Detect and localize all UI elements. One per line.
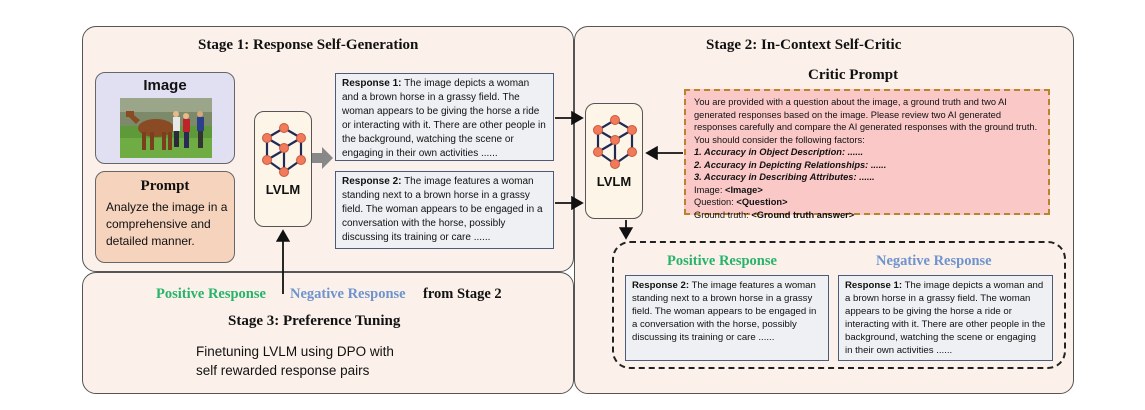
image-label: Image [143, 77, 187, 94]
factor-1: 1. Accuracy in Object Description: .....… [694, 147, 864, 157]
ground-truth-line: Ground truth: <Ground truth answer> [694, 209, 855, 220]
response-1-box: Response 1: The image depicts a woman an… [335, 73, 554, 161]
stage3-title: Stage 3: Preference Tuning [228, 313, 401, 329]
lvlm-box-stage2: LVLM [585, 103, 643, 219]
positive-response-label: Response 2: [632, 280, 690, 291]
negative-response-text: The image depicts a woman and a brown ho… [845, 280, 1046, 356]
network-icon [593, 115, 637, 169]
network-icon [262, 123, 306, 177]
prompt-box: Prompt Analyze the image in a comprehens… [95, 171, 235, 263]
negative-response-label: Response 1: [845, 280, 903, 291]
response-2-label: Response 2: [342, 176, 402, 187]
stage3-from-label: from Stage 2 [423, 286, 502, 302]
stage3-positive-label: Positive Response [156, 286, 266, 302]
stage3-description: Finetuning LVLM using DPO with self rewa… [196, 344, 394, 378]
stage1-title: Stage 1: Response Self-Generation [198, 37, 419, 53]
positive-response-box: Response 2: The image features a woman s… [625, 275, 829, 361]
image-box: Image [95, 72, 235, 164]
preference-pair-container [612, 241, 1066, 369]
positive-response-title: Positive Response [667, 253, 777, 269]
image-line: Image: <Image> [694, 184, 763, 195]
stage3-panel [82, 272, 574, 394]
gray-arrow [312, 147, 333, 169]
negative-response-title: Negative Response [876, 253, 992, 269]
horse-photo [120, 98, 212, 158]
prompt-text: Analyze the image in a comprehensive and… [106, 200, 228, 248]
negative-response-box: Response 1: The image depicts a woman an… [838, 275, 1053, 361]
response-2-text: The image features a woman standing next… [342, 176, 543, 243]
lvlm-label-stage2: LVLM [596, 174, 632, 189]
question-line: Question: <Question> [694, 197, 788, 207]
factor-3: 3. Accuracy in Describing Attributes: ..… [694, 172, 875, 182]
response-1-label: Response 1: [342, 78, 402, 89]
stage3-negative-label: Negative Response [290, 286, 406, 302]
prompt-label: Prompt [140, 178, 190, 194]
response-2-box: Response 2: The image features a woman s… [335, 171, 554, 249]
critic-prompt-title: Critic Prompt [808, 67, 899, 83]
positive-response-text: The image features a woman standing next… [632, 280, 817, 343]
lvlm-box-stage1: LVLM [254, 111, 312, 227]
critic-intro: You are provided with a question about t… [694, 97, 1038, 145]
critic-prompt-box: You are provided with a question about t… [684, 89, 1050, 220]
factor-2: 2. Accuracy in Depicting Relationships: … [694, 159, 887, 170]
response-1-text: The image depicts a woman and a brown ho… [342, 78, 546, 159]
stage2-title: Stage 2: In-Context Self-Critic [706, 37, 902, 53]
lvlm-label-stage1: LVLM [265, 182, 301, 197]
